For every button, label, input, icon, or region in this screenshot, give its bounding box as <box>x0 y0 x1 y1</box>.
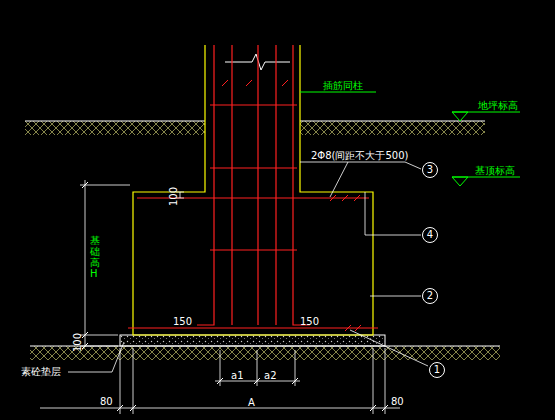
dimension: 100 <box>72 333 83 352</box>
callout-circle: 2 <box>422 288 438 304</box>
dimension: 150 <box>300 316 319 327</box>
dimension: 80 <box>100 396 113 407</box>
dimension-label: 基础高H <box>90 235 100 279</box>
dimension: a2 <box>264 370 277 381</box>
part-label: 素砼垫层 <box>20 366 62 377</box>
elevation-label: 地坪标高 <box>478 100 518 111</box>
dimension: a1 <box>231 370 244 381</box>
callout-circle: 3 <box>422 162 438 178</box>
elevation-label: 基顶标高 <box>475 165 515 176</box>
dimension: 150 <box>173 316 192 327</box>
callout-number: 2 <box>427 291 433 301</box>
callout-number: 4 <box>427 230 433 240</box>
dimension: 80 <box>391 396 404 407</box>
callout-number: 3 <box>427 165 433 175</box>
callout-circle: 1 <box>429 362 445 378</box>
callout-circle: 4 <box>422 227 438 243</box>
rebar-note: 2Φ8(间距不大于500) <box>310 150 410 161</box>
dimension: A <box>248 397 255 408</box>
callout-number: 1 <box>434 365 440 375</box>
note-text: 插筋同柱 <box>322 80 364 91</box>
dimension: 100 <box>168 187 179 206</box>
